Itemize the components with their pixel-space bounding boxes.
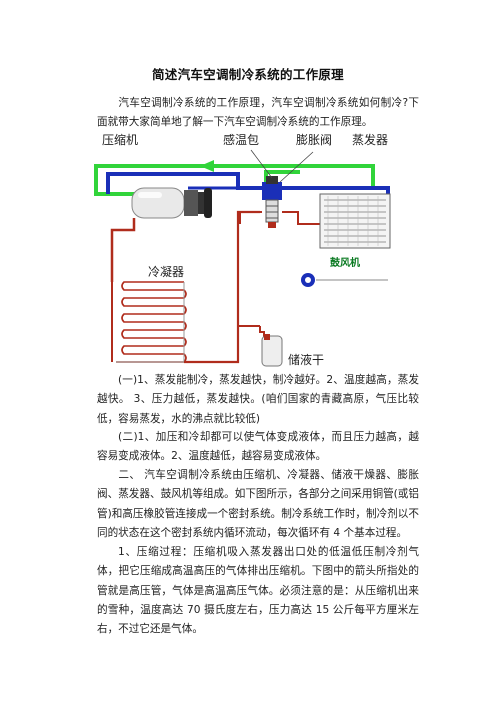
blower-fan bbox=[301, 273, 388, 287]
paragraph-2: (二)1、加压和冷却都可以使气体变成液体，而且压力越高，越容易变成液体。2、温度… bbox=[97, 428, 419, 467]
condenser-coil bbox=[111, 281, 187, 363]
label-sensing-bulb: 感温包 bbox=[223, 132, 259, 147]
receiver-dryer bbox=[259, 326, 283, 367]
sensing-bulb-pointer bbox=[250, 149, 273, 179]
paragraph-4-text: 1、压缩过程：压缩机吸入蒸发器出口处的低温低压制冷剂气体，把它压缩成高温高压的气… bbox=[97, 546, 419, 636]
label-compressor: 压缩机 bbox=[102, 132, 138, 147]
label-condenser: 冷凝器 bbox=[148, 264, 184, 279]
blue-return-line bbox=[106, 172, 390, 196]
red-valve-outlet bbox=[282, 211, 320, 225]
intro-text: 汽车空调制冷系统的工作原理，汽车空调制冷系统如何制冷?下面就带大家简单地了解一下… bbox=[97, 97, 419, 129]
paragraph-3: 二、 汽车空调制冷系统由压缩机、冷凝器、储液干燥器、膨胀阀、蒸发器、鼓风机等组成… bbox=[97, 466, 419, 543]
red-return-stub bbox=[239, 211, 262, 224]
intro-paragraph: 汽车空调制冷系统的工作原理，汽车空调制冷系统如何制冷?下面就带大家简单地了解一下… bbox=[97, 94, 419, 133]
evaporator-coil bbox=[319, 193, 391, 249]
compressor bbox=[131, 187, 212, 219]
label-blower: 鼓风机 bbox=[330, 256, 360, 269]
paragraph-3-text: 二、 汽车空调制冷系统由压缩机、冷凝器、储液干燥器、膨胀阀、蒸发器、鼓风机等组成… bbox=[97, 469, 419, 539]
red-dryer-line bbox=[237, 325, 260, 362]
label-receiver-dryer: 储液干 bbox=[288, 352, 324, 367]
valve-pointer bbox=[279, 151, 314, 183]
paragraph-4: 1、压缩过程：压缩机吸入蒸发器出口处的低温低压制冷剂气体，把它压缩成高温高压的气… bbox=[97, 543, 419, 639]
paragraph-2-text: (二)1、加压和冷却都可以使气体变成液体，而且压力越高，越容易变成液体。2、温度… bbox=[97, 431, 419, 463]
document-title: 简述汽车空调制冷系统的工作原理 bbox=[151, 67, 344, 82]
red-discharge-line bbox=[110, 218, 136, 282]
paragraph-1-text: (一)1、蒸发能制冷，蒸发越快，制冷越好。2、温度越高，蒸发越快。 3、压力越低… bbox=[97, 374, 419, 425]
label-expansion-valve: 膨胀阀 bbox=[296, 133, 332, 147]
green-suction-line bbox=[94, 164, 375, 196]
refrigeration-system-diagram: 压缩机 感温包 膨胀阀 蒸发器 冷凝器 鼓风机 储液干 bbox=[94, 132, 391, 367]
paragraph-1: (一)1、蒸发能制冷，蒸发越快，制冷越好。2、温度越高，蒸发越快。 3、压力越低… bbox=[97, 371, 419, 429]
label-evaporator: 蒸发器 bbox=[352, 132, 388, 147]
red-liquid-line bbox=[184, 210, 260, 364]
expansion-valve bbox=[262, 176, 282, 228]
